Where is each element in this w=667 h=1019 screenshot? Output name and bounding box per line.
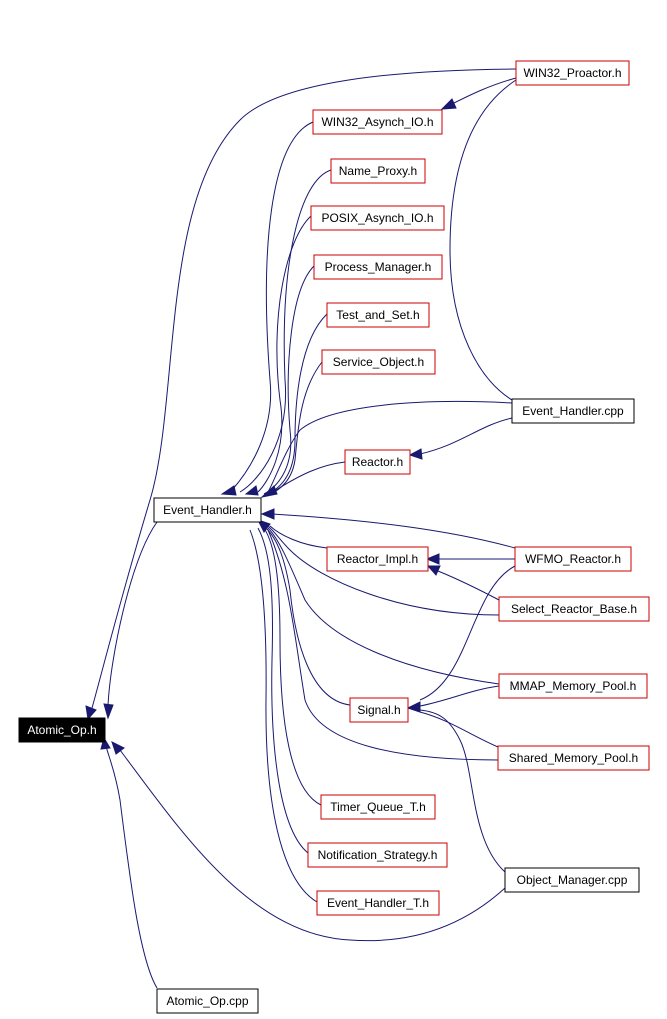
edge-name-proxy-to-event-handler bbox=[239, 169, 332, 493]
node-notification-strategy-h[interactable]: Notification_Strategy.h bbox=[307, 842, 448, 868]
node-label: Signal.h bbox=[357, 703, 400, 717]
edge-arrowhead bbox=[425, 553, 440, 565]
edge-arrowhead bbox=[440, 98, 457, 110]
edge-mmap-to-signal bbox=[419, 685, 500, 707]
edge-arrowhead bbox=[260, 485, 278, 498]
edge-win32-proactor-to-atomic-op bbox=[91, 68, 517, 709]
graph-edges bbox=[85, 68, 517, 989]
node-atomic-op-cpp[interactable]: Atomic_Op.cpp bbox=[156, 988, 259, 1014]
edge-reactor-to-event-handler bbox=[275, 461, 346, 491]
node-label: Atomic_Op.cpp bbox=[166, 994, 248, 1008]
edge-arrowhead bbox=[260, 508, 275, 520]
node-label: Shared_Memory_Pool.h bbox=[509, 751, 638, 765]
node-shared-memory-pool-h[interactable]: Shared_Memory_Pool.h bbox=[497, 745, 650, 771]
node-label: Select_Reactor_Base.h bbox=[511, 602, 637, 616]
node-signal-h[interactable]: Signal.h bbox=[349, 697, 409, 723]
node-label: WFMO_Reactor.h bbox=[525, 552, 621, 566]
edge-notification-strategy-to-event-handler bbox=[257, 527, 309, 854]
edge-select-reactor-base-to-reactor-impl bbox=[437, 570, 500, 601]
edge-posix-asynch-io-to-event-handler bbox=[257, 215, 312, 493]
edge-object-manager-to-signal bbox=[419, 709, 506, 873]
edge-event-handler-cpp-to-reactor bbox=[419, 417, 513, 455]
node-label: Atomic_Op.h bbox=[27, 723, 96, 737]
node-label: WIN32_Asynch_IO.h bbox=[321, 115, 433, 129]
node-process-manager-h[interactable]: Process_Manager.h bbox=[313, 254, 443, 280]
node-test-and-set-h[interactable]: Test_and_Set.h bbox=[326, 302, 430, 328]
node-label: Service_Object.h bbox=[333, 355, 424, 369]
node-label: Event_Handler.cpp bbox=[522, 404, 624, 418]
edge-arrowhead bbox=[408, 448, 423, 460]
node-event-handler-h[interactable]: Event_Handler.h bbox=[153, 497, 262, 523]
edge-arrowhead bbox=[426, 565, 441, 576]
edge-shared-to-signal bbox=[419, 711, 499, 748]
edge-timer-queue-to-event-handler bbox=[263, 527, 322, 806]
node-atomic-op-h: Atomic_Op.h bbox=[18, 717, 106, 743]
edge-reactor-impl-to-event-handler bbox=[269, 525, 328, 549]
node-label: Reactor.h bbox=[352, 455, 403, 469]
node-label: Test_and_Set.h bbox=[336, 308, 419, 322]
node-label: WIN32_Proactor.h bbox=[523, 66, 621, 80]
edge-wfmo-reactor-to-event-handler bbox=[271, 513, 516, 549]
edge-arrowhead bbox=[85, 705, 97, 721]
node-win32-asynch-io-h[interactable]: WIN32_Asynch_IO.h bbox=[312, 109, 443, 135]
node-timer-queue-t-h[interactable]: Timer_Queue_T.h bbox=[320, 794, 436, 820]
node-event-handler-t-h[interactable]: Event_Handler_T.h bbox=[316, 890, 440, 916]
node-label: Reactor_Impl.h bbox=[337, 552, 418, 566]
node-posix-asynch-io-h[interactable]: POSIX_Asynch_IO.h bbox=[310, 205, 445, 231]
node-label: Name_Proxy.h bbox=[339, 164, 417, 178]
edge-atomic-op-cpp-to-atomic-op bbox=[105, 745, 158, 989]
node-service-object-h[interactable]: Service_Object.h bbox=[321, 349, 436, 375]
edge-signal-to-event-handler bbox=[265, 527, 351, 706]
node-win32-proactor-h[interactable]: WIN32_Proactor.h bbox=[515, 60, 630, 86]
edge-wfmo-to-signal bbox=[419, 565, 516, 701]
node-name-proxy-h[interactable]: Name_Proxy.h bbox=[330, 158, 426, 184]
node-label: Timer_Queue_T.h bbox=[330, 800, 426, 814]
edge-arrowhead bbox=[406, 701, 421, 713]
node-label: MMAP_Memory_Pool.h bbox=[510, 679, 637, 693]
edge-arrowhead bbox=[257, 519, 271, 533]
edge-shared-memory-pool-to-event-handler bbox=[267, 529, 499, 761]
node-label: POSIX_Asynch_IO.h bbox=[321, 211, 433, 225]
node-mmap-memory-pool-h[interactable]: MMAP_Memory_Pool.h bbox=[498, 673, 648, 699]
node-label: Object_Manager.cpp bbox=[517, 873, 628, 887]
node-reactor-impl-h[interactable]: Reactor_Impl.h bbox=[326, 546, 429, 572]
edge-arrowhead bbox=[244, 485, 259, 496]
edge-event-handler-t-to-event-handler bbox=[249, 529, 318, 903]
edge-event-handler-cpp-to-win32-proactor bbox=[449, 79, 517, 401]
edge-win32-proactor-to-win32-asynch-io bbox=[451, 77, 517, 105]
edge-process-manager-to-event-handler bbox=[263, 265, 315, 495]
node-label: Event_Handler_T.h bbox=[327, 896, 429, 910]
edge-arrowhead bbox=[220, 485, 237, 496]
edge-object-manager-to-atomic-op bbox=[119, 749, 506, 942]
node-event-handler-cpp[interactable]: Event_Handler.cpp bbox=[511, 398, 635, 424]
edge-test-and-set-to-event-handler bbox=[267, 313, 328, 495]
node-reactor-h[interactable]: Reactor.h bbox=[344, 449, 411, 475]
edge-select-reactor-base-to-event-handler bbox=[267, 525, 500, 616]
edge-mmap-memory-pool-to-event-handler bbox=[267, 527, 500, 685]
node-object-manager-cpp[interactable]: Object_Manager.cpp bbox=[504, 867, 640, 893]
graph-nodes: Atomic_Op.h Event_Handler.h WIN32_Proact… bbox=[18, 60, 650, 1014]
edge-arrowhead bbox=[111, 741, 125, 755]
node-label: Process_Manager.h bbox=[325, 260, 432, 274]
edge-win32-asynch-io-to-event-handler bbox=[231, 121, 314, 491]
edge-arrowhead bbox=[103, 703, 114, 720]
node-label: Event_Handler.h bbox=[163, 503, 252, 517]
node-label: Notification_Strategy.h bbox=[318, 848, 438, 862]
edge-event-handler-cpp-to-event-handler bbox=[267, 400, 513, 493]
node-select-reactor-base-h[interactable]: Select_Reactor_Base.h bbox=[498, 596, 650, 622]
edge-event-handler-to-atomic-op bbox=[107, 521, 158, 707]
node-wfmo-reactor-h[interactable]: WFMO_Reactor.h bbox=[514, 546, 632, 572]
